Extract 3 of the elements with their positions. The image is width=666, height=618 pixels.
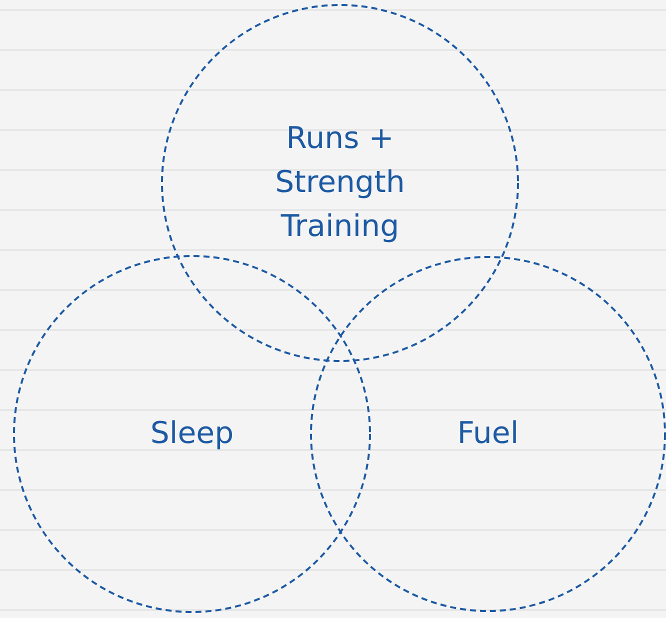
circle-label: Sleep bbox=[149, 415, 235, 453]
circle-label: Fuel bbox=[456, 415, 520, 453]
circle-label: Runs + Strength Training bbox=[274, 120, 406, 246]
